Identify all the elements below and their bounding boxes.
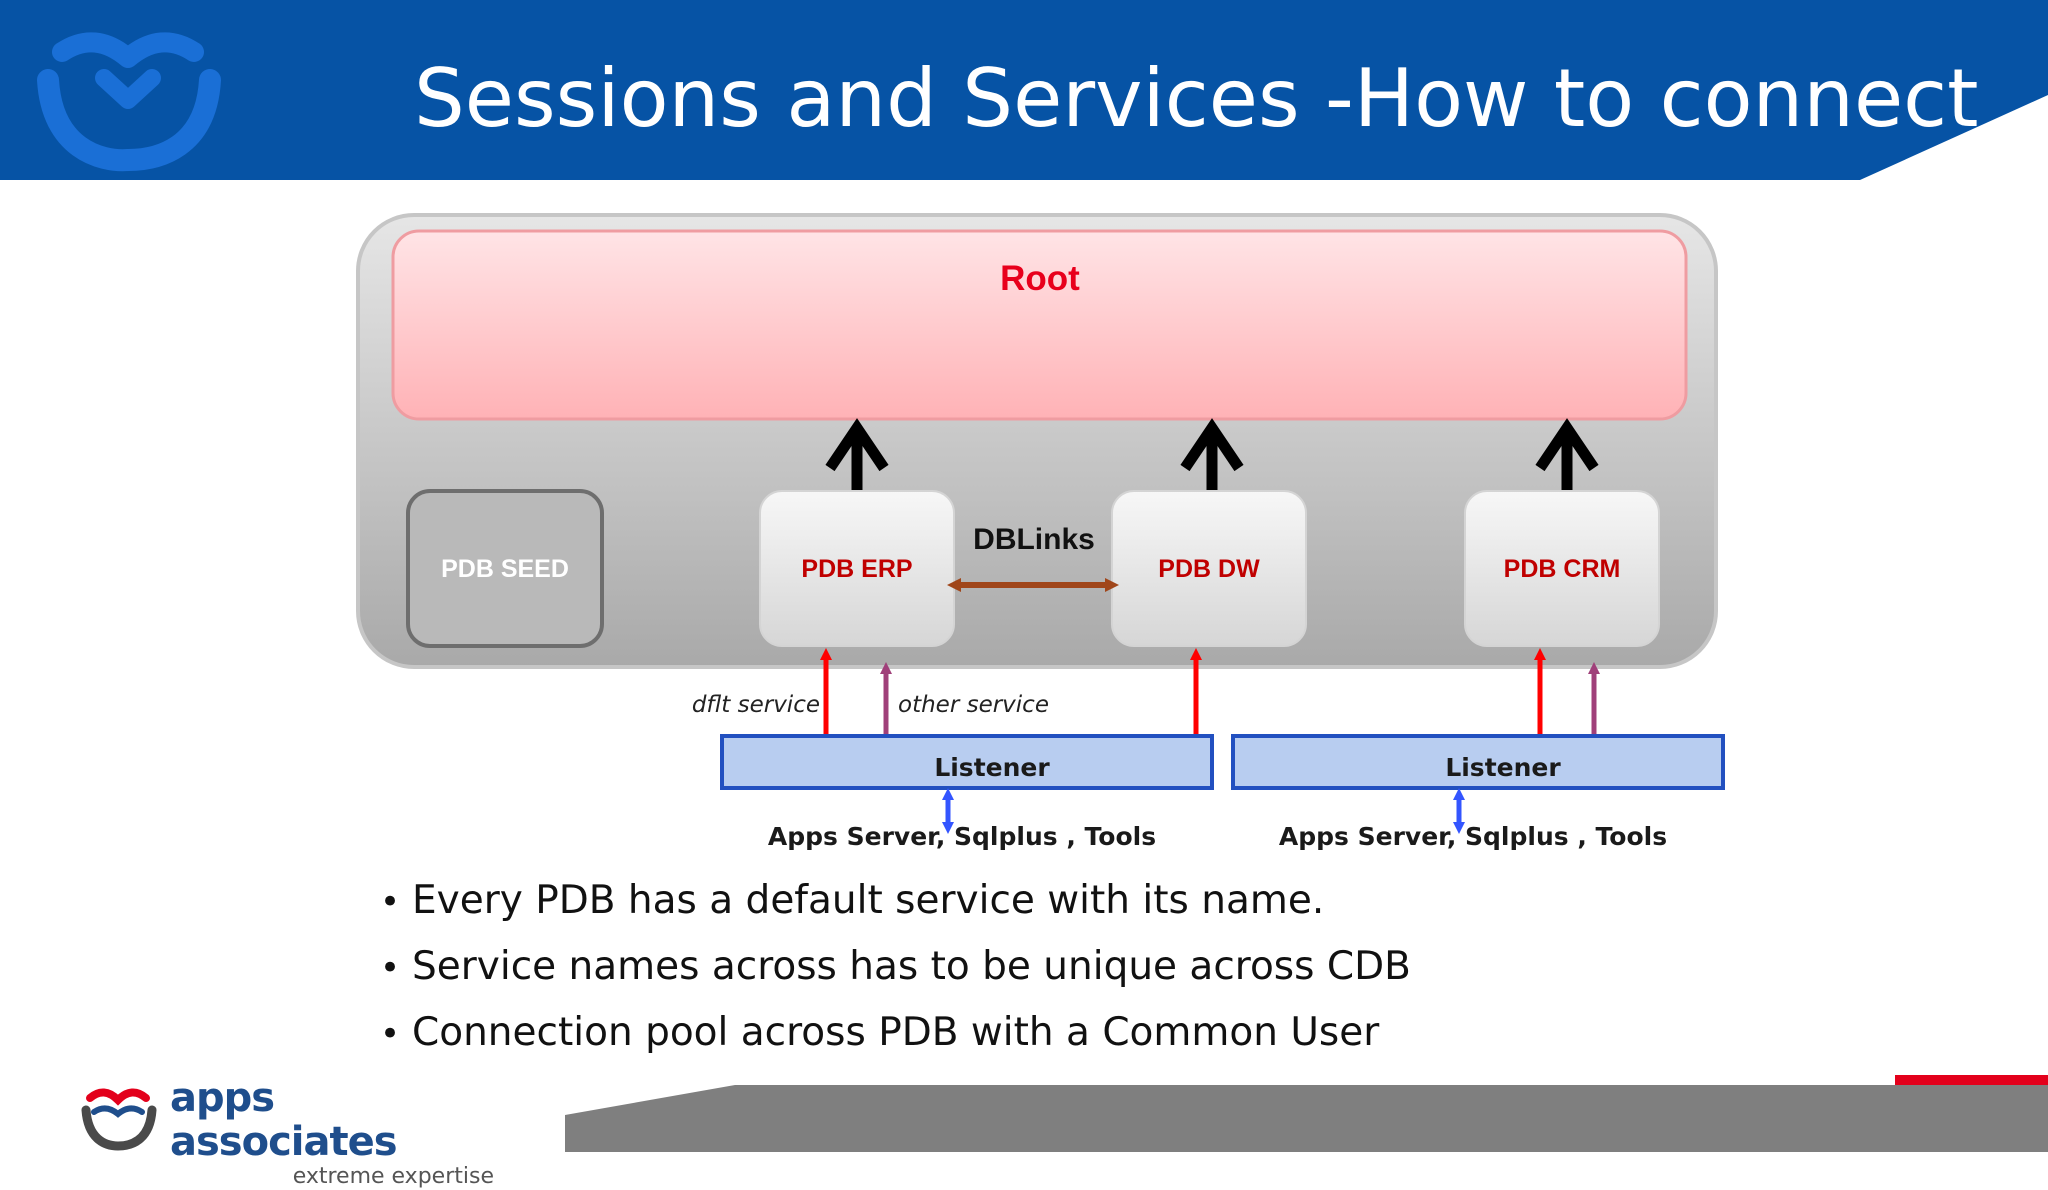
header-bar [0, 0, 2048, 180]
pdb-to-root-arrows [825, 418, 1599, 496]
clients-label-right: Apps Server, Sqlplus , Tools [1279, 822, 1667, 851]
listener-bar-right [1231, 734, 1725, 790]
pdb-seed-box [406, 489, 604, 648]
erp-root-arrow [825, 418, 889, 496]
pdb-seed-label: PDB SEED [441, 555, 569, 583]
pdb-erp-box [759, 490, 955, 647]
listener-label-left: Listener [934, 753, 1050, 782]
dblinks-label: DBLinks [973, 523, 1095, 556]
root-container [391, 229, 1688, 421]
bullet-list: • Every PDB has a default service with it… [380, 868, 1880, 1066]
bullet-dot: • [380, 882, 401, 922]
bullet-item: • Every PDB has a default service with it… [380, 868, 1880, 934]
listener-bar-left [720, 734, 1214, 790]
clients-label-left: Apps Server, Sqlplus , Tools [768, 822, 1156, 851]
other-service-label: other service [898, 692, 1049, 718]
brand-name: apps associates [170, 1075, 398, 1165]
footer-band [565, 1075, 2048, 1152]
company-logo-icon [37, 32, 221, 172]
footer-brand: apps associates extreme expertise [170, 1076, 510, 1190]
slide-title: Sessions and Services -How to connect [414, 52, 1979, 145]
bullet-text: Service names across has to be unique ac… [412, 944, 1411, 989]
bullet-text: Connection pool across PDB with a Common… [412, 1010, 1380, 1055]
bullet-item: • Connection pool across PDB with a Commo… [380, 1000, 1880, 1066]
pdb-crm-box [1464, 490, 1660, 647]
bullet-text: Every PDB has a default service with its… [412, 878, 1325, 923]
crm-root-arrow [1535, 418, 1599, 496]
dw-root-arrow [1180, 418, 1244, 496]
bullet-dot: • [380, 1014, 401, 1054]
pdb-crm-label: PDB CRM [1504, 555, 1621, 583]
pdb-erp-label: PDB ERP [801, 555, 912, 583]
pdb-dw-label: PDB DW [1158, 555, 1260, 583]
default-service-label: dflt service [692, 692, 820, 718]
pdb-dw-box [1111, 490, 1307, 647]
root-label: Root [1000, 259, 1080, 298]
footer-logo-icon [81, 1088, 157, 1151]
bullet-item: • Service names across has to be unique a… [380, 934, 1880, 1000]
listener-label-right: Listener [1445, 753, 1561, 782]
brand-tagline: extreme expertise [292, 1164, 494, 1189]
slide-canvas: Root PDB SEED PDB ERP PDB DW PDB CRM DBL… [0, 0, 2048, 1152]
bullet-dot: • [380, 948, 401, 988]
